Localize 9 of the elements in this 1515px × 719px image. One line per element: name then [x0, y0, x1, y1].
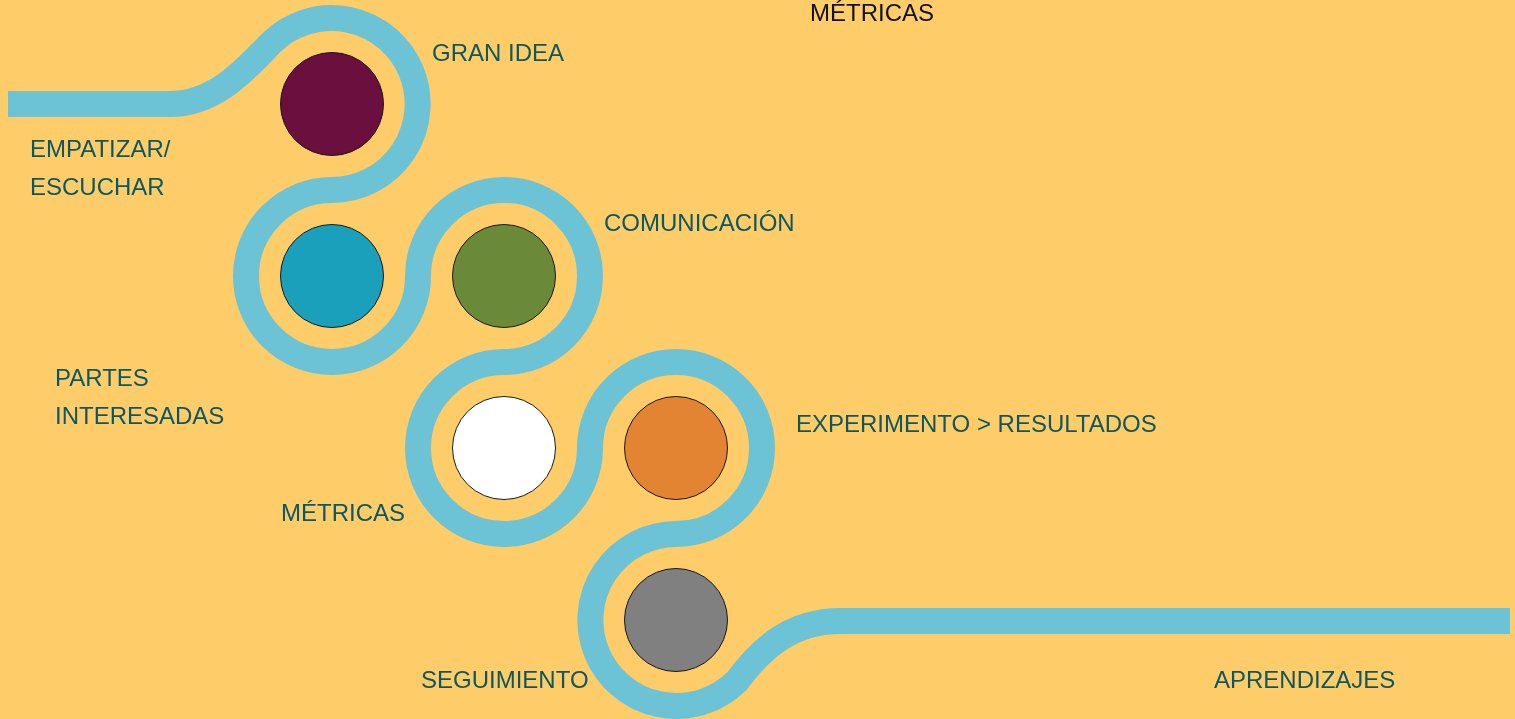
step-label: SEGUIMIENTO: [421, 665, 590, 695]
step-label: MÉTRICAS: [281, 498, 406, 528]
step-label: APRENDIZAJES: [1214, 665, 1397, 695]
step-label: EXPERIMENTO > RESULTADOS: [796, 409, 1158, 439]
step-label: EMPATIZAR/ ESCUCHAR: [30, 134, 172, 202]
step-label: PARTES INTERESADAS: [55, 363, 226, 431]
step-label: COMUNICACIÓN: [604, 208, 796, 238]
step-label: MÉTRICAS: [810, 0, 935, 26]
step-label: GRAN IDEA: [432, 38, 566, 68]
